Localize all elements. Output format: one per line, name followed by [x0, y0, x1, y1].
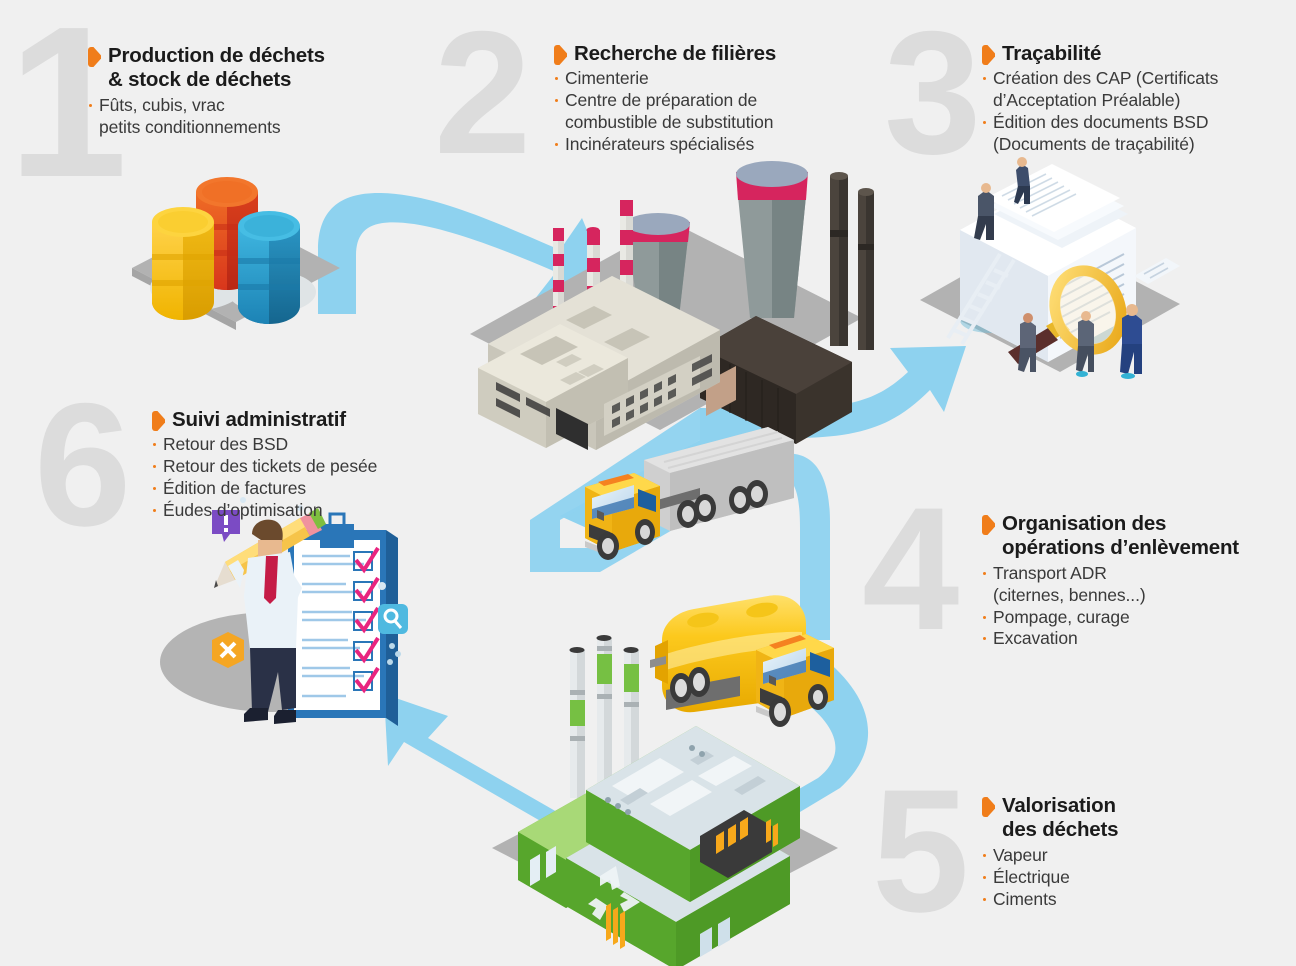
wheel [677, 494, 716, 528]
step-number-5: 5 [872, 754, 969, 949]
list-item: Incinérateurs spécialisés [554, 134, 854, 156]
step-number-1: 1 [8, 0, 128, 222]
bullet-marker-icon [152, 411, 165, 431]
step-block-4: Organisation des opérations d’enlèvement… [982, 512, 1290, 650]
box-truck-illustration [585, 427, 794, 560]
step-title-1: Production de déchets & stock de déchets [108, 44, 325, 92]
step-block-1: Production de déchets & stock de déchets… [88, 44, 388, 139]
step-title-6: Suivi administratif [172, 408, 346, 431]
step-title-3: Traçabilité [1002, 42, 1102, 65]
bullet-marker-icon [554, 45, 567, 65]
list-item: Cimenterie [554, 68, 854, 90]
step-title-2: Recherche de filières [574, 42, 777, 65]
list-item: Ciments [982, 889, 1282, 911]
bullet-marker-icon [982, 45, 995, 65]
list-item: Électrique [982, 867, 1282, 889]
step-number-3: 3 [884, 0, 981, 191]
step-bullets-2: Cimenterie Centre de préparation de comb… [554, 68, 854, 156]
list-item: Vapeur [982, 845, 1282, 867]
step-bullets-4: Transport ADR (citernes, bennes...) Pomp… [982, 563, 1290, 651]
arrow-step5-to-step6 [384, 694, 578, 830]
list-item: Retour des BSD [152, 434, 472, 456]
person-figure [974, 183, 994, 240]
list-item: Centre de préparation de combustible de … [554, 90, 854, 134]
bullet-marker-icon [982, 515, 995, 535]
step-heading-3: Traçabilité [982, 42, 1294, 66]
list-item: Transport ADR (citernes, bennes...) [982, 563, 1290, 607]
person-figure [1076, 311, 1094, 377]
step-bullets-6: Retour des BSD Retour des tickets de pes… [152, 434, 472, 522]
step-bullets-3: Création des CAP (Certificats d’Acceptat… [982, 68, 1294, 156]
wheel [635, 519, 655, 545]
step-heading-6: Suivi administratif [152, 408, 472, 432]
wheel [769, 697, 791, 727]
search-badge-icon [378, 604, 408, 634]
step-block-3: Traçabilité Création des CAP (Certificat… [982, 42, 1294, 156]
step-bullets-5: Vapeur Électrique Ciments [982, 845, 1282, 911]
person-figure [228, 519, 302, 724]
tanker-truck-illustration [650, 595, 834, 727]
person-figure [1120, 304, 1142, 379]
step-heading-4: Organisation des opérations d’enlèvement [982, 512, 1290, 561]
bullet-marker-icon [88, 47, 101, 67]
wheel [729, 480, 768, 514]
alert-badge-icon [212, 510, 240, 542]
step-heading-1: Production de déchets & stock de déchets [88, 44, 388, 93]
step-number-4: 4 [862, 472, 959, 667]
list-item: Fûts, cubis, vrac petits conditionnement… [88, 95, 388, 139]
person-figure [1018, 313, 1036, 372]
list-item: Excavation [982, 628, 1290, 650]
arrow-step4-to-step5 [700, 660, 869, 868]
step-title-4: Organisation des opérations d’enlèvement [1002, 512, 1239, 560]
close-badge-icon [212, 632, 244, 668]
wheel [808, 684, 828, 710]
step-heading-5: Valorisation des déchets [982, 794, 1282, 843]
list-item: Éudes d’optimisation [152, 500, 472, 522]
step-heading-2: Recherche de filières [554, 42, 854, 66]
recycle-icon [588, 866, 640, 920]
list-item: Création des CAP (Certificats d’Acceptat… [982, 68, 1294, 112]
step-bullets-1: Fûts, cubis, vrac petits conditionnement… [88, 95, 388, 139]
wheel [670, 667, 710, 703]
step-block-2: Recherche de filières Cimenterie Centre … [554, 42, 854, 156]
bullet-marker-icon [982, 797, 995, 817]
list-item: Pompage, curage [982, 607, 1290, 629]
administrative-followup-illustration [160, 497, 408, 726]
cement-plant-illustration [470, 161, 874, 450]
person-figure [1014, 157, 1030, 204]
recycling-plant-illustration [492, 635, 838, 966]
step-number-2: 2 [434, 0, 531, 191]
step-number-6: 6 [34, 368, 131, 563]
wheel [597, 532, 619, 560]
list-item: Retour des tickets de pesée [152, 456, 472, 478]
list-item: Édition des documents BSD (Documents de … [982, 112, 1294, 156]
waste-barrels-illustration [132, 177, 340, 330]
document-traceability-illustration [920, 157, 1180, 379]
step-title-5: Valorisation des déchets [1002, 794, 1119, 842]
step-block-5: Valorisation des déchets Vapeur Électriq… [982, 794, 1282, 910]
list-item: Édition de factures [152, 478, 472, 500]
step-block-6: Suivi administratif Retour des BSD Retou… [152, 408, 472, 522]
